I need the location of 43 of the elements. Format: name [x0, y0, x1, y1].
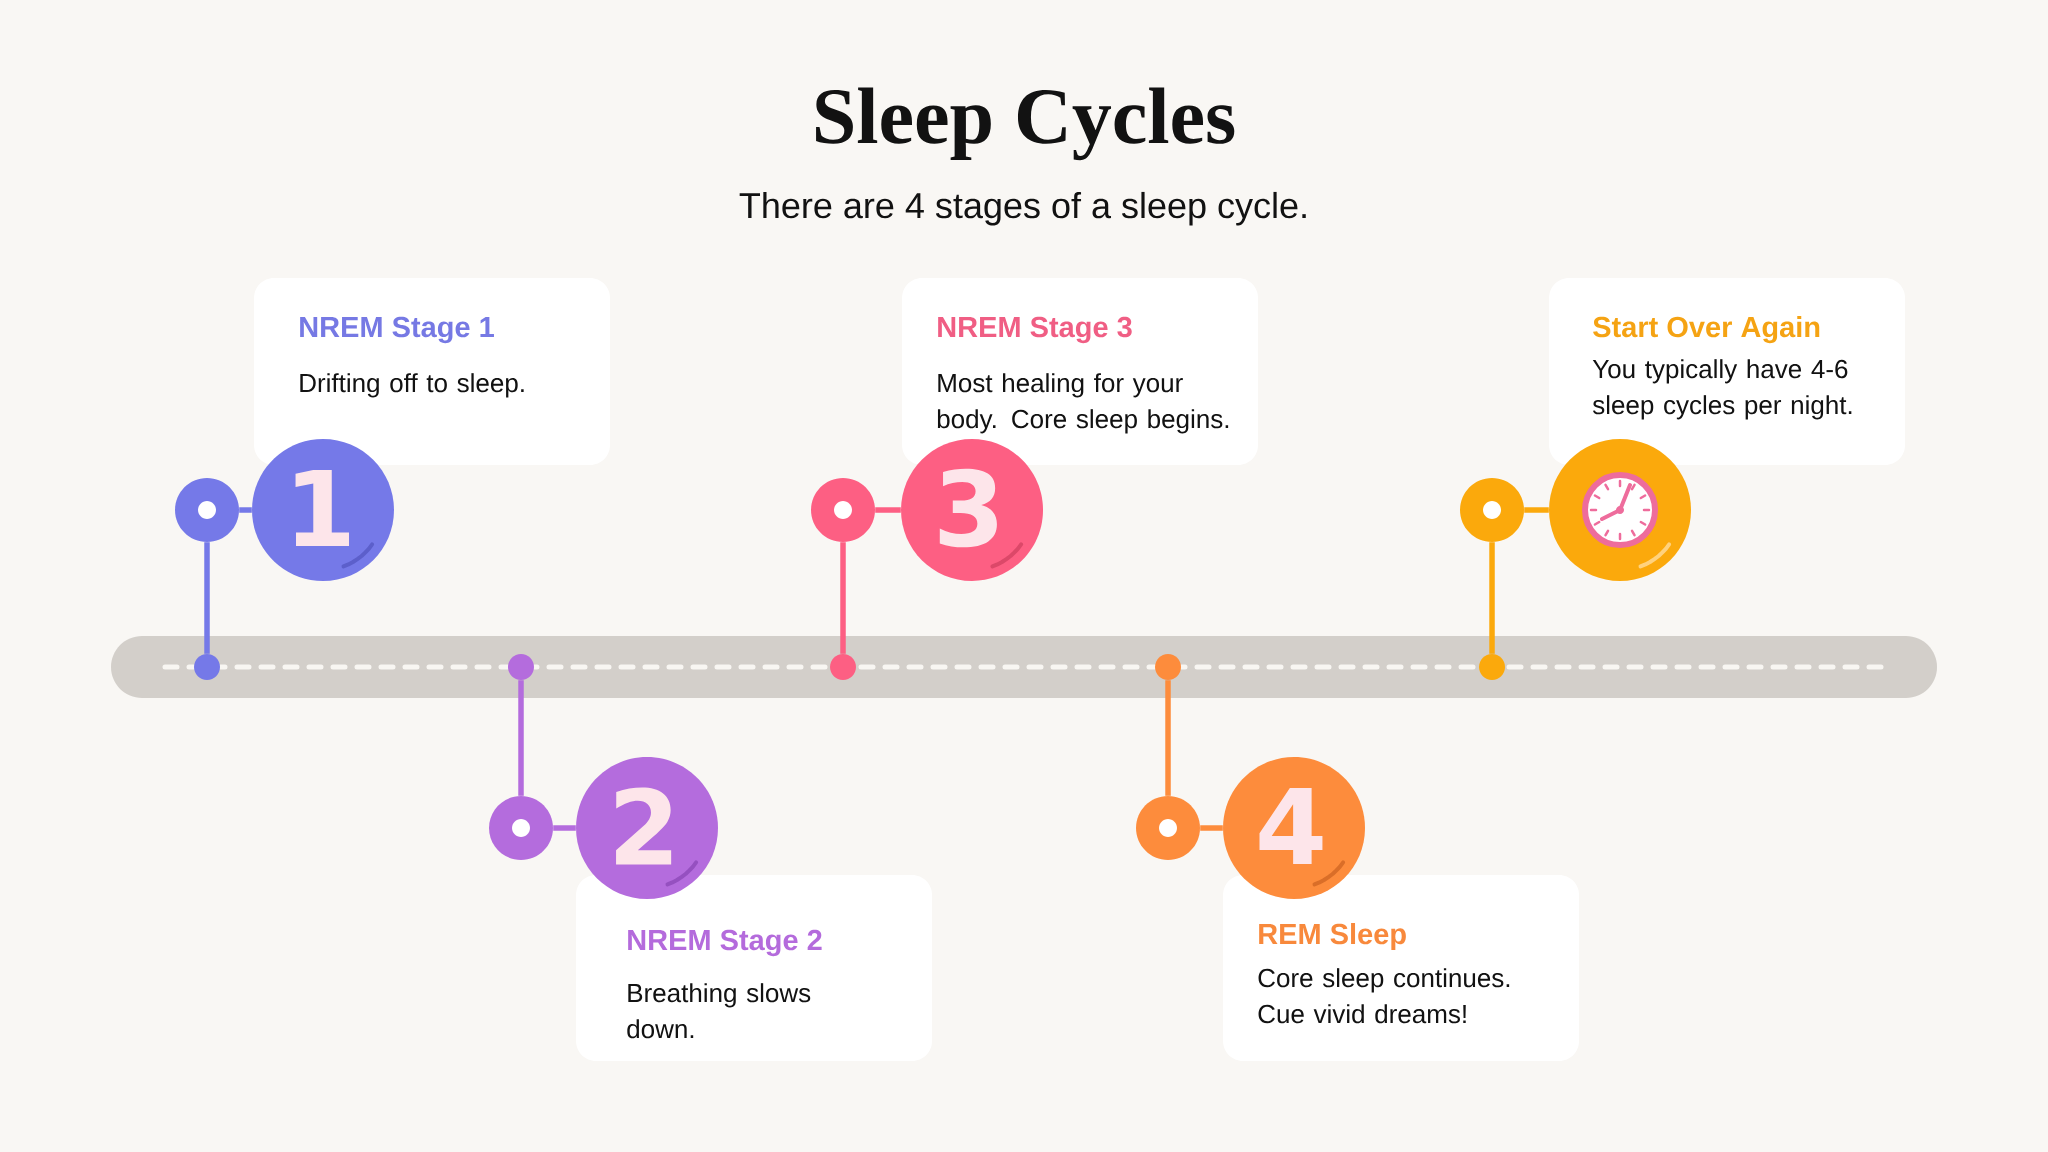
title: Sleep Cycles — [816, 87, 1235, 161]
timeline-bar — [111, 636, 1937, 698]
connector-line — [1165, 680, 1171, 796]
timeline-dot — [194, 654, 220, 680]
text-card — [902, 278, 1258, 465]
timeline-dot — [1479, 654, 1505, 680]
connector-line — [204, 542, 210, 654]
number-badge: 3 — [901, 439, 1043, 581]
connector-line — [875, 507, 901, 513]
timeline-dot — [508, 654, 534, 680]
ring-marker — [1136, 796, 1200, 860]
text-card — [576, 875, 932, 1061]
text-card — [254, 278, 610, 465]
ring-marker — [175, 478, 239, 542]
number-badge: 4 — [1223, 757, 1365, 899]
ring-marker — [489, 796, 553, 860]
ring-marker — [811, 478, 875, 542]
timeline-dot — [1155, 654, 1181, 680]
card-text: You typically have 4-6 sleep cycles per night. — [1592, 359, 1852, 420]
connector-line — [553, 825, 576, 831]
card-text: Most healing for your body. Core sleep begins. — [937, 373, 1229, 434]
text-card — [1549, 278, 1905, 465]
card-heading: REM Sleep — [1259, 923, 1406, 951]
connector-line — [518, 680, 524, 796]
card-heading: NREM Stage 1 — [300, 316, 494, 344]
subtitle: There are 4 stages of a sleep cycle. — [739, 191, 1306, 226]
card-text: Drifting off to sleep. — [300, 373, 524, 398]
number-badge: 1 — [252, 439, 394, 581]
timeline-dot — [830, 654, 856, 680]
number-badge: 2 — [576, 757, 718, 899]
connector-line — [239, 507, 252, 513]
card-heading: Start Over Again — [1593, 316, 1820, 344]
icon-badge — [1549, 439, 1691, 581]
card-heading: NREM Stage 2 — [628, 929, 822, 957]
card-text: Core sleep continues. Cue vivid dreams! — [1258, 968, 1510, 1024]
connector-line — [1200, 825, 1223, 831]
connector-line — [1489, 542, 1495, 654]
connector-line — [840, 542, 846, 654]
connector-line — [1524, 507, 1549, 513]
text-card — [1223, 875, 1579, 1061]
card-text: Breathing slows down. — [627, 983, 811, 1039]
card-heading: NREM Stage 3 — [938, 316, 1132, 344]
ring-marker — [1460, 478, 1524, 542]
